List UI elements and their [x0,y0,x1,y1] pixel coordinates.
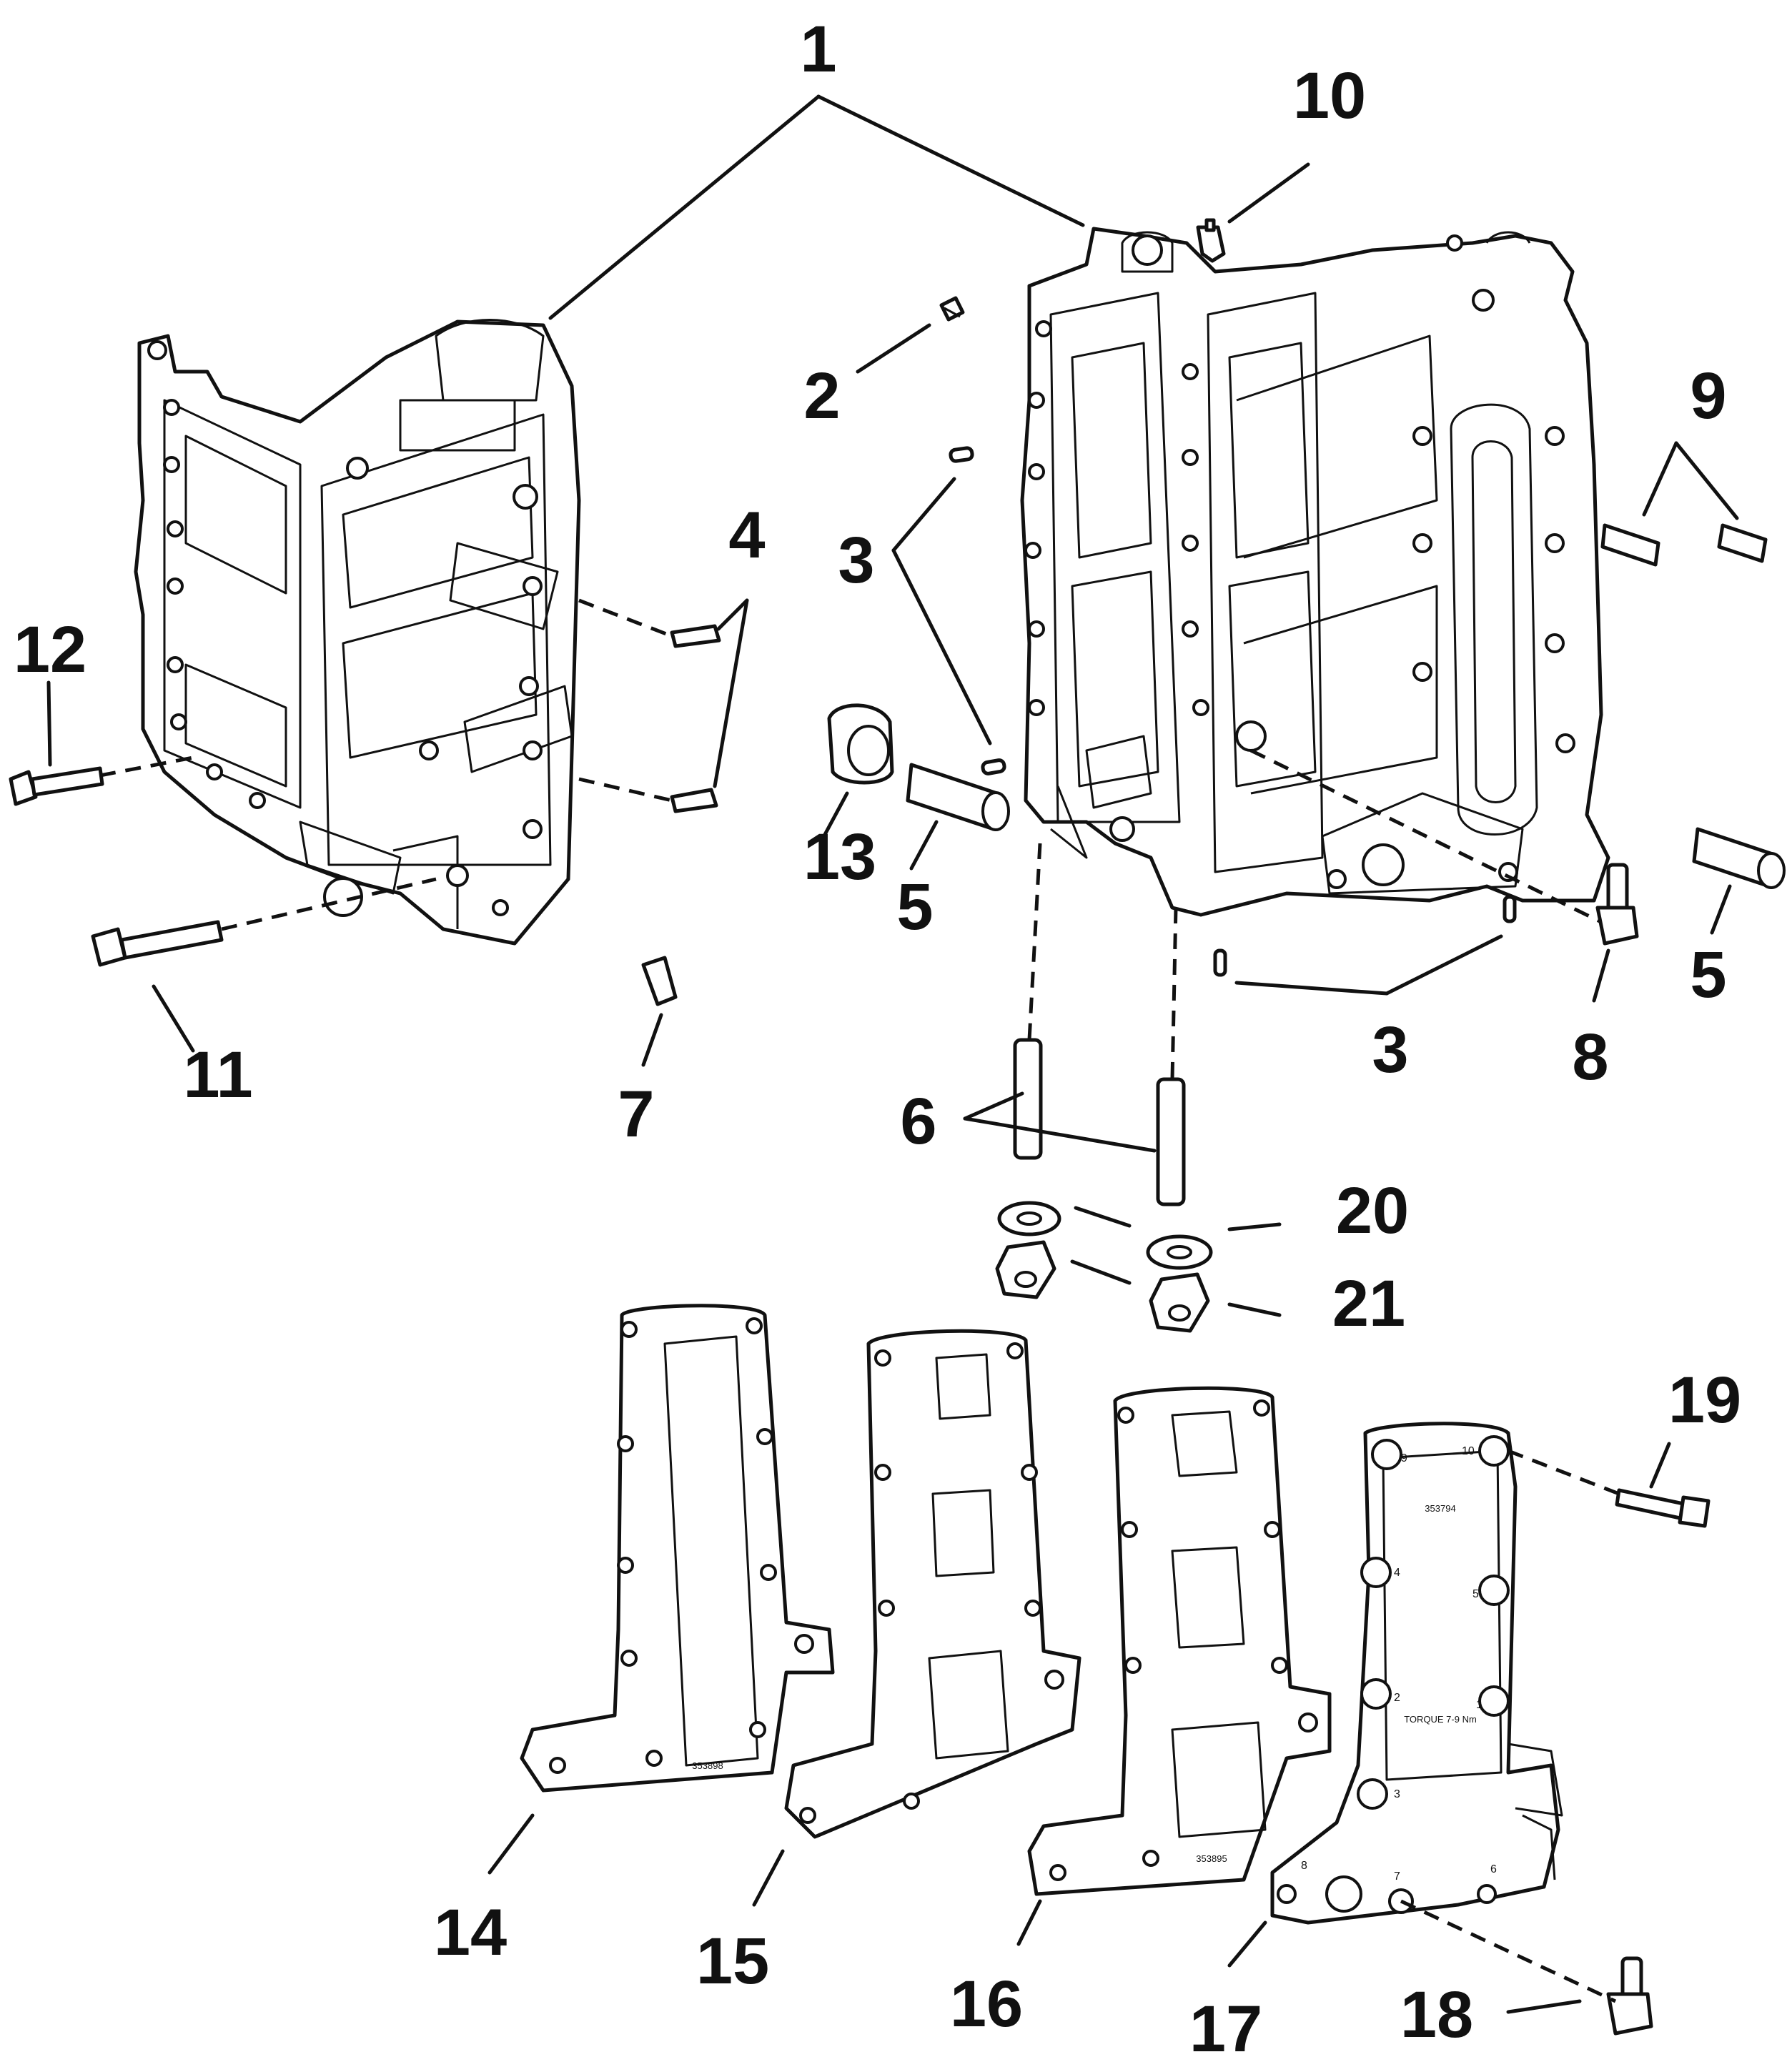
bolt-seq-6: 6 [1490,1863,1497,1875]
callout-11: 11 [183,1039,252,1111]
exhaust-cover-part-17: 353794 TORQUE 7-9 Nm 9 10 4 5 2 1 3 8 7 … [1270,1422,1563,1925]
gasket-part-14: 353898 [520,1304,835,1793]
callout-8: 8 [1572,1021,1608,1094]
callout-13: 13 [803,821,876,893]
sleeve-part-5 [906,763,1786,889]
callout-5-left: 5 [896,871,933,943]
bolt-seq-8: 8 [1301,1860,1307,1872]
gasket-14-stamp: 353898 [692,1760,723,1771]
elbow-fitting-part-8 [1595,863,1639,946]
leader-lines [46,94,1739,2014]
dowel-part-9 [1600,523,1768,567]
bolt-seq-2: 2 [1394,1692,1400,1704]
bolt-part-12 [9,766,104,806]
callout-18: 18 [1400,1978,1473,2051]
callout-14: 14 [434,1896,507,1969]
bushing-part-13 [827,703,894,785]
bolt-seq-9: 9 [1401,1452,1407,1464]
bolt-seq-7: 7 [1394,1870,1400,1883]
fitting-part-18 [1606,1956,1653,2036]
callout-3-lower: 3 [1372,1013,1408,1086]
nut-part-21 [995,1240,1210,1333]
callouts: 1 10 2 9 4 3 12 13 5 5 3 8 11 7 6 20 21 … [14,13,1741,2066]
cover-17-part-stamp: 353794 [1425,1503,1455,1514]
cover-17-torque-stamp: TORQUE 7-9 Nm [1404,1714,1477,1725]
plug-part-2 [939,296,965,322]
callout-15: 15 [696,1925,769,1998]
callout-20: 20 [1336,1174,1409,1247]
pin-part-6 [1013,1038,1186,1206]
crankcase-right-half [1020,227,1610,917]
bolt-seq-10: 10 [1462,1445,1475,1457]
stud-part-4 [670,624,721,813]
callout-10: 10 [1293,59,1366,132]
callout-12: 12 [14,613,86,686]
bolt-seq-5: 5 [1472,1588,1479,1600]
fitting-part-7 [641,956,678,1006]
gasket-16-stamp: 353895 [1196,1853,1227,1864]
callout-19: 19 [1668,1364,1741,1437]
bolt-part-19 [1615,1488,1711,1528]
bolt-seq-4: 4 [1394,1567,1400,1579]
callout-3-upper: 3 [838,524,874,597]
fitting-part-10 [1196,218,1226,263]
callout-4: 4 [728,499,765,572]
callout-1: 1 [800,13,836,86]
washer-part-20 [997,1201,1213,1270]
callout-2: 2 [803,360,840,432]
dowel-pin-part-3 [949,446,1517,977]
callout-17: 17 [1189,1993,1262,2066]
gasket-part-16: 353895 [1027,1386,1332,1896]
bolt-seq-3: 3 [1394,1788,1400,1800]
crankcase-left-half [134,319,581,946]
assembly-lines [99,598,1620,2003]
callout-21: 21 [1332,1267,1405,1340]
callout-5-right: 5 [1690,938,1726,1011]
callout-9: 9 [1690,360,1726,432]
callout-6: 6 [900,1085,936,1158]
bolt-seq-1: 1 [1476,1699,1482,1711]
gasket-part-15 [784,1329,1081,1839]
bolt-part-11 [91,920,224,967]
callout-16: 16 [950,1968,1023,2041]
callout-7: 7 [618,1078,654,1151]
